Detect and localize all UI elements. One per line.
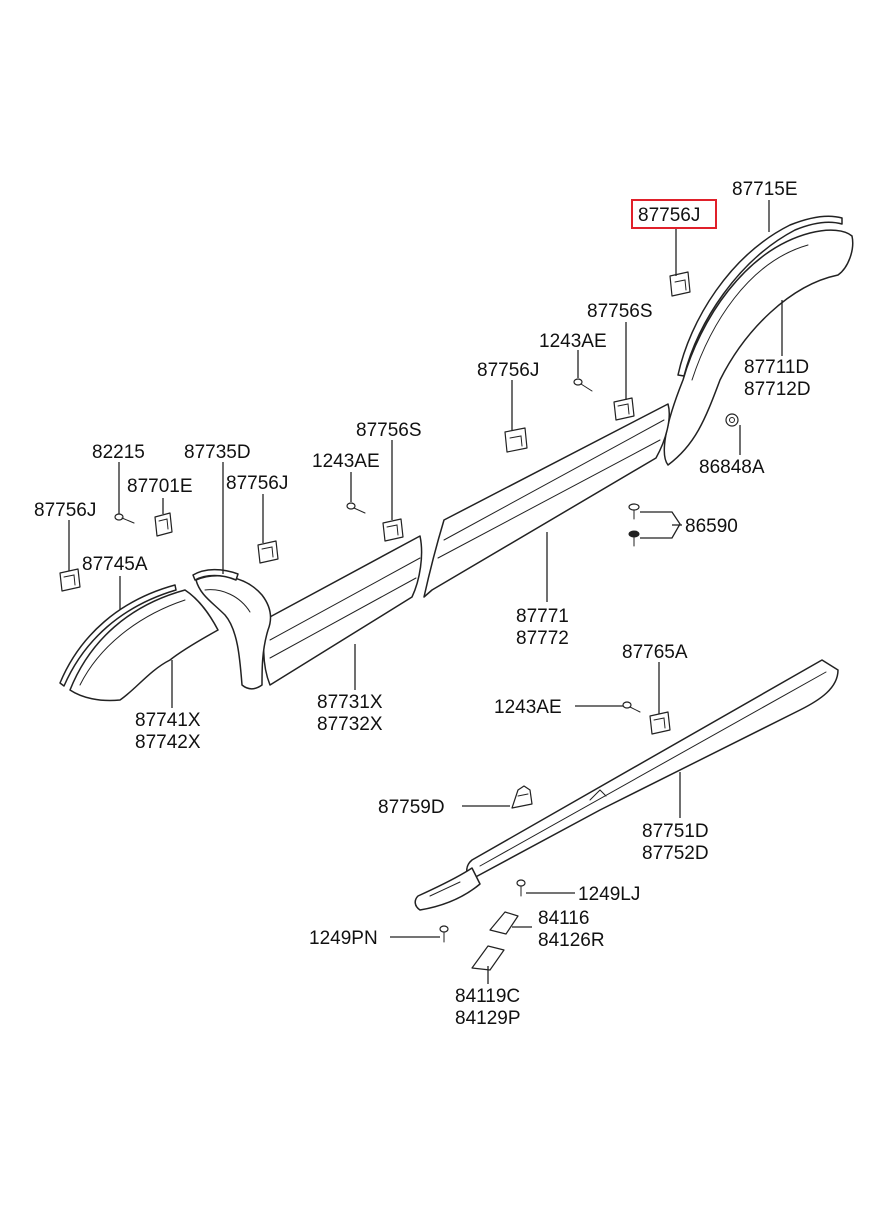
label-87756J-left[interactable]: 87756J — [34, 500, 96, 521]
label-87756J-front[interactable]: 87756J — [226, 473, 288, 494]
label-87771[interactable]: 87771 — [516, 606, 569, 627]
label-1243AE-upper[interactable]: 1243AE — [539, 331, 607, 352]
screw-1243AE-lower — [622, 701, 641, 713]
clip-87765A — [649, 711, 671, 735]
pad-84119C — [471, 945, 505, 971]
label-87735D[interactable]: 87735D — [184, 442, 251, 463]
clip-87759D — [511, 785, 533, 809]
clip-87756S-lower — [382, 518, 404, 542]
label-87751D[interactable]: 87751D — [642, 821, 709, 842]
label-86590[interactable]: 86590 — [685, 516, 738, 537]
screw-1243AE-upper — [573, 378, 593, 392]
label-87732X[interactable]: 87732X — [317, 714, 383, 735]
front-arch-molding — [59, 584, 177, 687]
highlight-box — [631, 199, 717, 229]
label-84126R[interactable]: 84126R — [538, 930, 605, 951]
label-1243AE-lower[interactable]: 1243AE — [494, 697, 562, 718]
label-87712D[interactable]: 87712D — [744, 379, 811, 400]
pad-84116 — [489, 911, 519, 935]
label-84129P[interactable]: 84129P — [455, 1008, 521, 1029]
part-labels: 87715E 87756J 87756S 1243AE 87711D 87712… — [34, 179, 811, 1029]
label-84116[interactable]: 84116 — [538, 908, 589, 929]
clip-87756J-front — [257, 540, 279, 564]
screw-86590-a — [628, 503, 640, 520]
front-fender-trim — [192, 568, 272, 690]
screw-1249LJ — [516, 879, 526, 897]
label-87731X[interactable]: 87731X — [317, 692, 383, 713]
label-87741X[interactable]: 87741X — [135, 710, 201, 731]
clip-87701E — [154, 512, 173, 537]
label-87742X[interactable]: 87742X — [135, 732, 201, 753]
front-wheel-arch-trim — [69, 589, 219, 702]
clip-87756J-left — [59, 568, 81, 592]
screw-82215 — [114, 513, 135, 524]
label-82215[interactable]: 82215 — [92, 442, 145, 463]
label-86848A[interactable]: 86848A — [699, 457, 765, 478]
leader-lines — [68, 200, 783, 984]
screw-1249PN — [439, 925, 449, 943]
rear-arch-molding — [677, 215, 843, 377]
nut-86848A — [725, 413, 739, 427]
front-door-molding — [262, 535, 423, 686]
clip-87756J-mid — [504, 427, 528, 453]
label-87756S-lower[interactable]: 87756S — [356, 420, 422, 441]
screw-1243AE-mid — [346, 502, 366, 514]
label-87715E[interactable]: 87715E — [732, 179, 798, 200]
label-87701E[interactable]: 87701E — [127, 476, 193, 497]
side-sill-molding — [414, 659, 839, 911]
label-87765A[interactable]: 87765A — [622, 642, 688, 663]
label-1243AE-mid[interactable]: 1243AE — [312, 451, 380, 472]
clip-87756S-upper — [613, 397, 635, 421]
label-1249LJ[interactable]: 1249LJ — [578, 884, 640, 905]
rear-door-molding — [423, 403, 670, 598]
label-87745A[interactable]: 87745A — [82, 554, 148, 575]
label-1249PN[interactable]: 1249PN — [309, 928, 378, 949]
label-87756J-mid[interactable]: 87756J — [477, 360, 539, 381]
rear-wheel-arch-trim — [663, 229, 854, 466]
label-84119C[interactable]: 84119C — [455, 986, 520, 1007]
label-87756S-upper[interactable]: 87756S — [587, 301, 653, 322]
label-87759D[interactable]: 87759D — [378, 797, 445, 818]
clip-87756J-top — [669, 271, 691, 297]
label-87772[interactable]: 87772 — [516, 628, 569, 649]
label-87756J-highlighted[interactable]: 87756J — [638, 205, 700, 226]
label-87752D[interactable]: 87752D — [642, 843, 709, 864]
label-87711D[interactable]: 87711D — [744, 357, 809, 378]
screw-86590-b — [628, 530, 640, 547]
